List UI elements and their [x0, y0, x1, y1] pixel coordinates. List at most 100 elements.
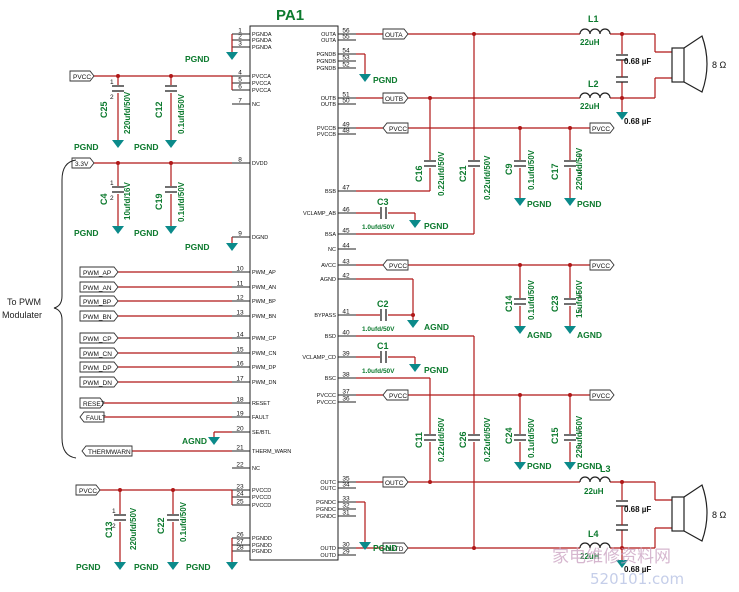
svg-text:PVCC: PVCC [79, 488, 97, 495]
speaker-top: 8 Ω [671, 35, 727, 93]
pin-name: PVCCA [252, 74, 271, 80]
pin-number: 37 [342, 389, 350, 396]
svg-text:PGND: PGND [134, 228, 159, 238]
cap-c11-value: 0.22ufd/50V [437, 417, 446, 462]
pin-name: PVCCD [252, 495, 271, 501]
svg-text:PVCC: PVCC [592, 126, 610, 133]
pin-number: 16 [236, 361, 244, 368]
to-pwm-label-2: Modulater [2, 310, 42, 320]
pin-name: VCLAMP_CD [302, 355, 336, 361]
cap-c21-value: 0.22ufd/50V [483, 155, 492, 200]
pin-name: PWM_BN [252, 314, 276, 320]
svg-text:OUTA: OUTA [385, 32, 403, 39]
net-flag-pwm-dp: PWM_DP [79, 361, 119, 373]
cap-c13-ref: C13 [104, 521, 114, 538]
speaker-top-impedance: 8 Ω [712, 60, 727, 70]
pin-number: 42 [342, 273, 350, 280]
svg-text:AGND: AGND [527, 330, 552, 340]
pin-name: PGNDD [252, 536, 272, 542]
pin-name: OUTB [321, 96, 337, 102]
pin-name: PGNDB [316, 52, 336, 58]
pin-name: PGNDC [316, 507, 336, 513]
cap-c1-value: 1.0ufd/50V [362, 368, 395, 375]
svg-text:OUTB: OUTB [385, 96, 403, 103]
svg-text:1: 1 [578, 154, 582, 161]
svg-text:PWM_BP: PWM_BP [83, 299, 111, 306]
pin-name: PWM_DP [252, 365, 276, 371]
pin-name: PWM_DN [252, 380, 276, 386]
pin-number: 47 [342, 185, 350, 192]
pin-name: PGNDC [316, 500, 336, 506]
pin-name: THERM_WARN [252, 449, 291, 455]
cap-out-b-value: 0.68 µF [624, 117, 651, 126]
cap-c2-ref: C2 [377, 299, 389, 309]
ic-pin-7: 7NC [232, 98, 260, 108]
inductor-l3-value: 22uH [584, 487, 604, 496]
junction-dots [116, 32, 624, 550]
cap-c26-ref: C26 [458, 431, 468, 448]
pin-number: 38 [342, 372, 350, 379]
pin-number: 6 [238, 84, 242, 91]
net-flag-outd: OUTD [382, 542, 409, 554]
net-flag-avcc: PVCC [382, 259, 409, 271]
svg-text:520101.com: 520101.com [590, 570, 684, 588]
svg-text:PGND: PGND [76, 562, 101, 572]
cap-c9-ref: C9 [504, 163, 514, 175]
svg-text:1: 1 [110, 180, 114, 187]
net-flag-pwm-ap: PWM_AP [79, 266, 119, 278]
pin-name: AVCC [321, 263, 336, 269]
svg-text:3.3V: 3.3V [75, 161, 89, 168]
pin-name: BSB [325, 189, 336, 195]
net-flag-outb: OUTB [382, 92, 409, 104]
net-flag-pvcc-bottom-left: PVCC [75, 484, 101, 496]
pin-name: NC [328, 247, 336, 253]
cap-c17-value: 220ufd/50V [575, 147, 584, 190]
pin-name: BYPASS [314, 313, 336, 319]
cap-c26-value: 0.22ufd/50V [483, 417, 492, 462]
cap-c15-ref: C15 [550, 427, 560, 444]
pin-name: PGNDB [316, 59, 336, 65]
cap-c23-value: 15ufd/50V [575, 280, 584, 318]
ic-pa1[interactable]: PA1 1PGNDA2PGNDA3PGNDA4PVCCA5PVCCA6PVCCA… [232, 7, 356, 561]
svg-text:PWM_DP: PWM_DP [83, 365, 112, 372]
cap-c12-ref: C12 [154, 101, 164, 118]
net-flag-3v3: 3.3V [71, 157, 95, 169]
pin-number: 53 [342, 55, 350, 62]
svg-text:PGND: PGND [373, 543, 398, 553]
cap-c1-ref: C1 [377, 341, 389, 351]
pin-number: 8 [238, 157, 242, 164]
cap-out-d-value: 0.68 µF [624, 565, 651, 574]
ic-left-pins: 1PGNDA2PGNDA3PGNDA4PVCCA5PVCCA6PVCCA7NC8… [232, 28, 291, 555]
pin-name: PWM_AN [252, 285, 276, 291]
pin-number: 43 [342, 259, 350, 266]
pin-name: PWM_AP [252, 270, 276, 276]
cap-c3-value: 1.0ufd/50V [362, 224, 395, 231]
pin-name: PWM_CP [252, 336, 276, 342]
pin-number: 28 [236, 545, 244, 552]
cap-c9-value: 0.1ufd/50V [527, 149, 536, 190]
pin-name: PGNDC [316, 514, 336, 520]
svg-text:PVCC: PVCC [389, 393, 407, 400]
pin-name: PVCCD [252, 488, 271, 494]
pin-name: NC [252, 466, 260, 472]
svg-text:1: 1 [110, 79, 114, 86]
pwm-brace: To PWM Modulater [2, 159, 77, 459]
net-flag-avcc-right: PVCC [589, 259, 615, 271]
inductor-l4-value: 22uH [580, 552, 600, 561]
